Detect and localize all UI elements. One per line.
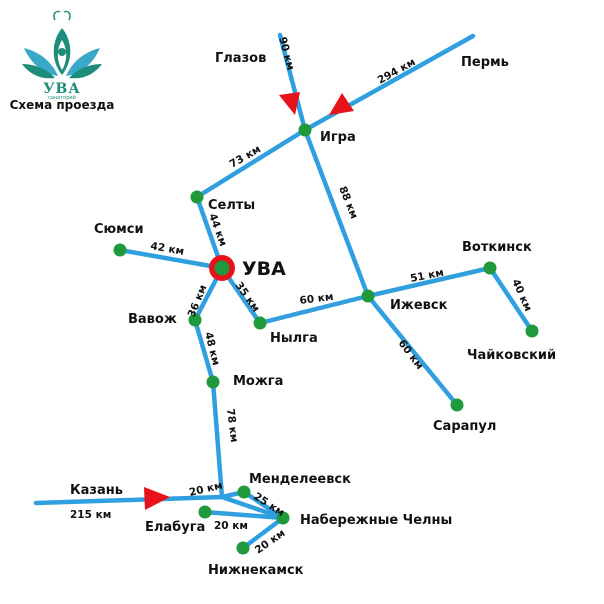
road-izhevsk-votkinsk bbox=[365, 265, 493, 299]
city-mozhga: Можга bbox=[233, 374, 283, 389]
logo-tagline: санаторий bbox=[48, 94, 76, 101]
city-chaikovsky: Чайковский bbox=[467, 348, 556, 363]
road-izhevsk-sarapul bbox=[365, 293, 460, 408]
node-sarapul bbox=[450, 398, 464, 412]
dist-izhevsk-sarapul: 60 км bbox=[396, 338, 426, 372]
dist-mozhga-mendeleevsk: 78 км bbox=[224, 408, 240, 443]
road-mozhga-mendeleevsk bbox=[210, 379, 225, 500]
road-igra-selty bbox=[194, 127, 308, 200]
dist-kazan-elabuga: 215 км bbox=[70, 509, 111, 521]
road-chelny-nizhnekamsk bbox=[240, 515, 286, 551]
road-vavozh-mozhga bbox=[192, 317, 216, 385]
road-perm-igra bbox=[302, 33, 476, 133]
node-izhevsk bbox=[361, 289, 375, 303]
road-nylga-izhevsk bbox=[257, 293, 371, 326]
city-uva: УВА bbox=[242, 258, 286, 280]
city-vavozh: Вавож bbox=[128, 312, 177, 327]
city-nizhnekamsk: Нижнекамск bbox=[208, 563, 304, 578]
node-selty bbox=[190, 190, 204, 204]
dist-chelny-nizhnekamsk: 20 км bbox=[253, 527, 288, 556]
node-uva bbox=[214, 260, 230, 276]
dist-votkinsk-chaikovsky: 40 км bbox=[509, 277, 534, 313]
dist-uva-nylga: 35 км bbox=[233, 280, 262, 315]
city-izhevsk: Ижевск bbox=[390, 298, 448, 313]
city-kazan: Казань bbox=[70, 483, 123, 498]
node-vavozh bbox=[188, 313, 202, 327]
logo-name: УВА bbox=[43, 81, 81, 97]
city-elabuga: Елабуга bbox=[145, 520, 205, 535]
node-votkinsk bbox=[483, 261, 497, 275]
node-syumsi bbox=[113, 243, 127, 257]
dist-elabuga-chelny: 20 км bbox=[214, 520, 248, 532]
node-mozhga bbox=[206, 375, 220, 389]
city-nylga: Нылга bbox=[270, 331, 318, 346]
road-elabuga-chelny-lower bbox=[202, 509, 286, 521]
node-mendeleevsk bbox=[237, 485, 251, 499]
city-selty: Селты bbox=[208, 198, 255, 213]
node-igra bbox=[298, 123, 312, 137]
logo: УВА санаторий Схема проезда bbox=[10, 10, 115, 112]
city-labels: Глазов Пермь Игра Селты Сюмси УВА Воткин… bbox=[70, 51, 556, 578]
node-chaikovsky bbox=[525, 324, 539, 338]
arrow-from-kazan-icon bbox=[144, 487, 170, 510]
road-glazov-igra bbox=[277, 32, 308, 133]
lotus-icon bbox=[22, 10, 102, 79]
dist-nylga-izhevsk: 60 км bbox=[299, 291, 334, 307]
road-elabuga-chelny-upper bbox=[219, 494, 286, 521]
arrow-from-glazov-icon bbox=[279, 92, 300, 115]
city-chelny: Набережные Челны bbox=[300, 513, 452, 528]
node-nylga bbox=[253, 316, 267, 330]
road-kazan-elabuga bbox=[33, 494, 225, 506]
city-sarapul: Сарапул bbox=[433, 419, 496, 434]
city-nodes bbox=[113, 123, 539, 555]
direction-arrows bbox=[144, 92, 354, 510]
node-elabuga bbox=[198, 505, 212, 519]
city-mendeleevsk: Менделеевск bbox=[249, 472, 351, 487]
roads bbox=[33, 32, 535, 551]
city-votkinsk: Воткинск bbox=[462, 240, 532, 255]
node-chelny bbox=[276, 511, 290, 525]
dist-glazov-igra: 90 км bbox=[276, 36, 296, 72]
city-glazov: Глазов bbox=[215, 51, 266, 66]
road-votkinsk-chaikovsky bbox=[487, 265, 535, 334]
dist-igra-izhevsk: 88 км bbox=[336, 185, 360, 221]
road-syumsi-uva bbox=[117, 247, 225, 271]
city-igra: Игра bbox=[320, 130, 356, 145]
map-caption: Схема проезда bbox=[10, 98, 115, 112]
city-perm: Пермь bbox=[461, 55, 509, 70]
road-igra-izhevsk bbox=[302, 127, 371, 299]
arrow-from-perm-icon bbox=[329, 93, 354, 115]
city-syumsi: Сюмси bbox=[94, 222, 144, 237]
dist-syumsi-uva: 42 км bbox=[149, 240, 185, 258]
node-nizhnekamsk bbox=[236, 541, 250, 555]
